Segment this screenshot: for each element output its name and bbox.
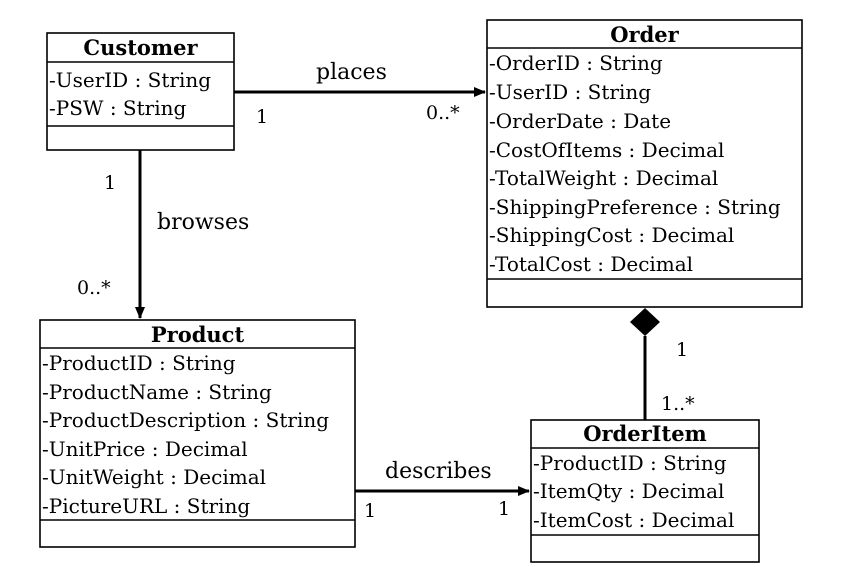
class-customer: Customer -UserID : String -PSW : String [46, 32, 235, 151]
target-multiplicity: 0..* [77, 277, 111, 299]
attribute: -CostOfItems : Decimal [489, 138, 724, 162]
composition-diamond-icon [630, 308, 660, 336]
association-label: places [316, 60, 387, 85]
attribute: -ItemCost : Decimal [533, 508, 734, 532]
composition-order-orderitem: 1 1..* [630, 308, 695, 420]
attribute: -UnitPrice : Decimal [42, 437, 248, 461]
attribute: -UserID : String [489, 80, 651, 104]
attribute: -TotalWeight : Decimal [489, 166, 718, 190]
attribute: -ItemQty : Decimal [533, 479, 724, 503]
attribute: -ProductName : String [42, 380, 272, 404]
attribute: -OrderDate : Date [489, 109, 671, 133]
association-browses: browses 1 0..* [77, 150, 249, 319]
target-multiplicity: 0..* [426, 102, 460, 124]
attribute: -ProductID : String [42, 351, 236, 375]
attribute: -ShippingCost : Decimal [489, 223, 734, 247]
source-multiplicity: 1 [364, 500, 376, 522]
source-multiplicity: 1 [256, 106, 268, 128]
attribute: -PictureURL : String [42, 494, 250, 518]
class-name: OrderItem [583, 421, 707, 446]
association-label: describes [385, 459, 492, 484]
class-orderitem: OrderItem -ProductID : String -ItemQty :… [530, 419, 760, 563]
part-multiplicity: 1..* [661, 393, 695, 415]
attribute: -UnitWeight : Decimal [42, 465, 266, 489]
source-multiplicity: 1 [104, 172, 116, 194]
attribute: -ProductDescription : String [42, 408, 329, 432]
attribute: -PSW : String [49, 96, 187, 120]
target-multiplicity: 1 [498, 498, 510, 520]
association-describes: describes 1 1 [355, 459, 530, 522]
class-product: Product -ProductID : String -ProductName… [39, 319, 356, 548]
association-label: browses [157, 210, 249, 235]
attribute: -OrderID : String [489, 51, 663, 75]
class-name: Customer [83, 35, 198, 60]
class-order: Order -OrderID : String -UserID : String… [486, 19, 803, 308]
attribute: -ShippingPreference : String [489, 195, 781, 219]
association-places: places 1 0..* [234, 60, 486, 128]
attribute: -TotalCost : Decimal [489, 252, 693, 276]
attribute: -ProductID : String [533, 451, 727, 475]
attribute: -UserID : String [49, 68, 211, 92]
class-name: Order [610, 22, 679, 47]
whole-multiplicity: 1 [676, 339, 688, 361]
class-name: Product [151, 322, 245, 347]
